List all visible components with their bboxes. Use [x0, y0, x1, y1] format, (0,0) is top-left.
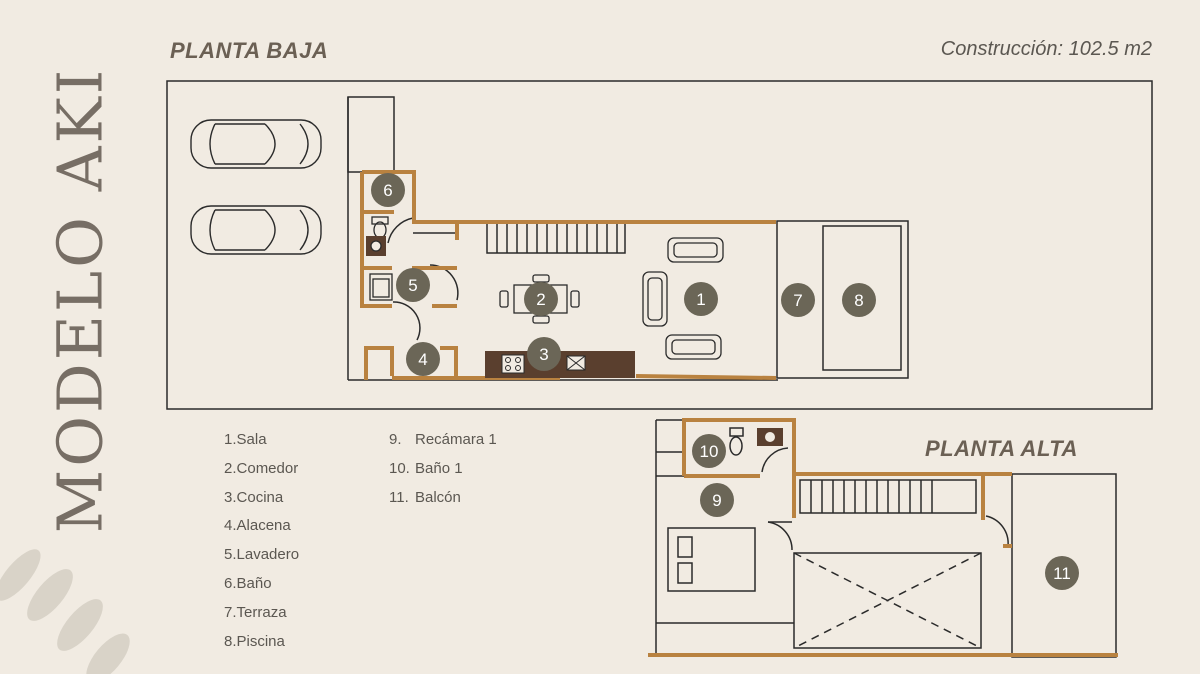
ground-floor-plan — [166, 80, 1153, 410]
room-marker-11: 11 — [1045, 556, 1079, 590]
room-marker-3: 3 — [527, 337, 561, 371]
kitchen-counter — [485, 351, 635, 378]
legend-item: 7.Terraza — [224, 603, 287, 621]
upper-floor-plan — [655, 419, 1117, 658]
svg-text:4: 4 — [418, 350, 427, 369]
bathroom-fixtures — [366, 216, 393, 301]
room-marker-2: 2 — [524, 282, 558, 316]
legend-item: 9.Recámara 1 — [389, 431, 497, 448]
double-height-void — [793, 552, 982, 649]
construction-area: Construcción: 102.5 m2 — [940, 38, 1152, 60]
pool-outline — [822, 225, 902, 371]
ground-floor-title: PLANTA BAJA — [170, 38, 329, 63]
legend-ground: 1.Sala 2.Comedor 3.Cocina 4.Alacena 5.La… — [224, 426, 299, 656]
svg-text:2: 2 — [536, 290, 545, 309]
svg-text:7: 7 — [793, 291, 802, 310]
room-marker-1: 1 — [684, 282, 718, 316]
legend-item: 8.Piscina — [224, 632, 285, 650]
legend-item: 6.Baño — [224, 574, 272, 592]
stairs-upper — [799, 479, 977, 514]
upper-floor-walls — [648, 418, 1118, 657]
legend-item: 5.Lavadero — [224, 546, 300, 564]
room-marker-5: 5 — [396, 268, 430, 302]
room-marker-6: 6 — [371, 173, 405, 207]
legend-item: 3.Cocina — [224, 488, 284, 506]
legend-item: 2.Comedor — [224, 459, 299, 477]
room-marker-10: 10 — [692, 434, 726, 468]
upper-floor-title: PLANTA ALTA — [925, 436, 1078, 461]
legend-item: 11.Balcón — [389, 488, 461, 506]
room-marker-9: 9 — [700, 483, 734, 517]
car-icon — [190, 205, 322, 255]
bed — [667, 527, 756, 592]
legend-item: 10.Baño 1 — [389, 459, 463, 477]
svg-text:8: 8 — [854, 291, 863, 310]
svg-text:6: 6 — [383, 181, 392, 200]
sink-basin — [765, 432, 775, 442]
room-markers: 1 2 3 4 5 6 7 8 9 10 11 — [371, 173, 1079, 590]
svg-text:10: 10 — [700, 442, 719, 461]
svg-text:3: 3 — [539, 345, 548, 364]
terrace-outline — [776, 220, 909, 379]
svg-text:1: 1 — [696, 290, 705, 309]
legend-item: 4.Alacena — [224, 517, 291, 535]
legend-item: 1.Sala — [224, 431, 267, 448]
svg-text:5: 5 — [408, 276, 417, 295]
car-icon — [190, 119, 322, 169]
decorative-corner — [0, 549, 130, 674]
room-marker-4: 4 — [406, 342, 440, 376]
lot-outline — [166, 80, 1153, 410]
room-marker-8: 8 — [842, 283, 876, 317]
living-sofas — [642, 237, 724, 360]
svg-text:9: 9 — [712, 491, 721, 510]
room-marker-7: 7 — [781, 283, 815, 317]
svg-text:11: 11 — [1053, 564, 1071, 583]
legend-upper: 9.Recámara 1 10.Baño 1 11.Balcón — [389, 426, 497, 512]
stairs-ground — [486, 222, 626, 254]
